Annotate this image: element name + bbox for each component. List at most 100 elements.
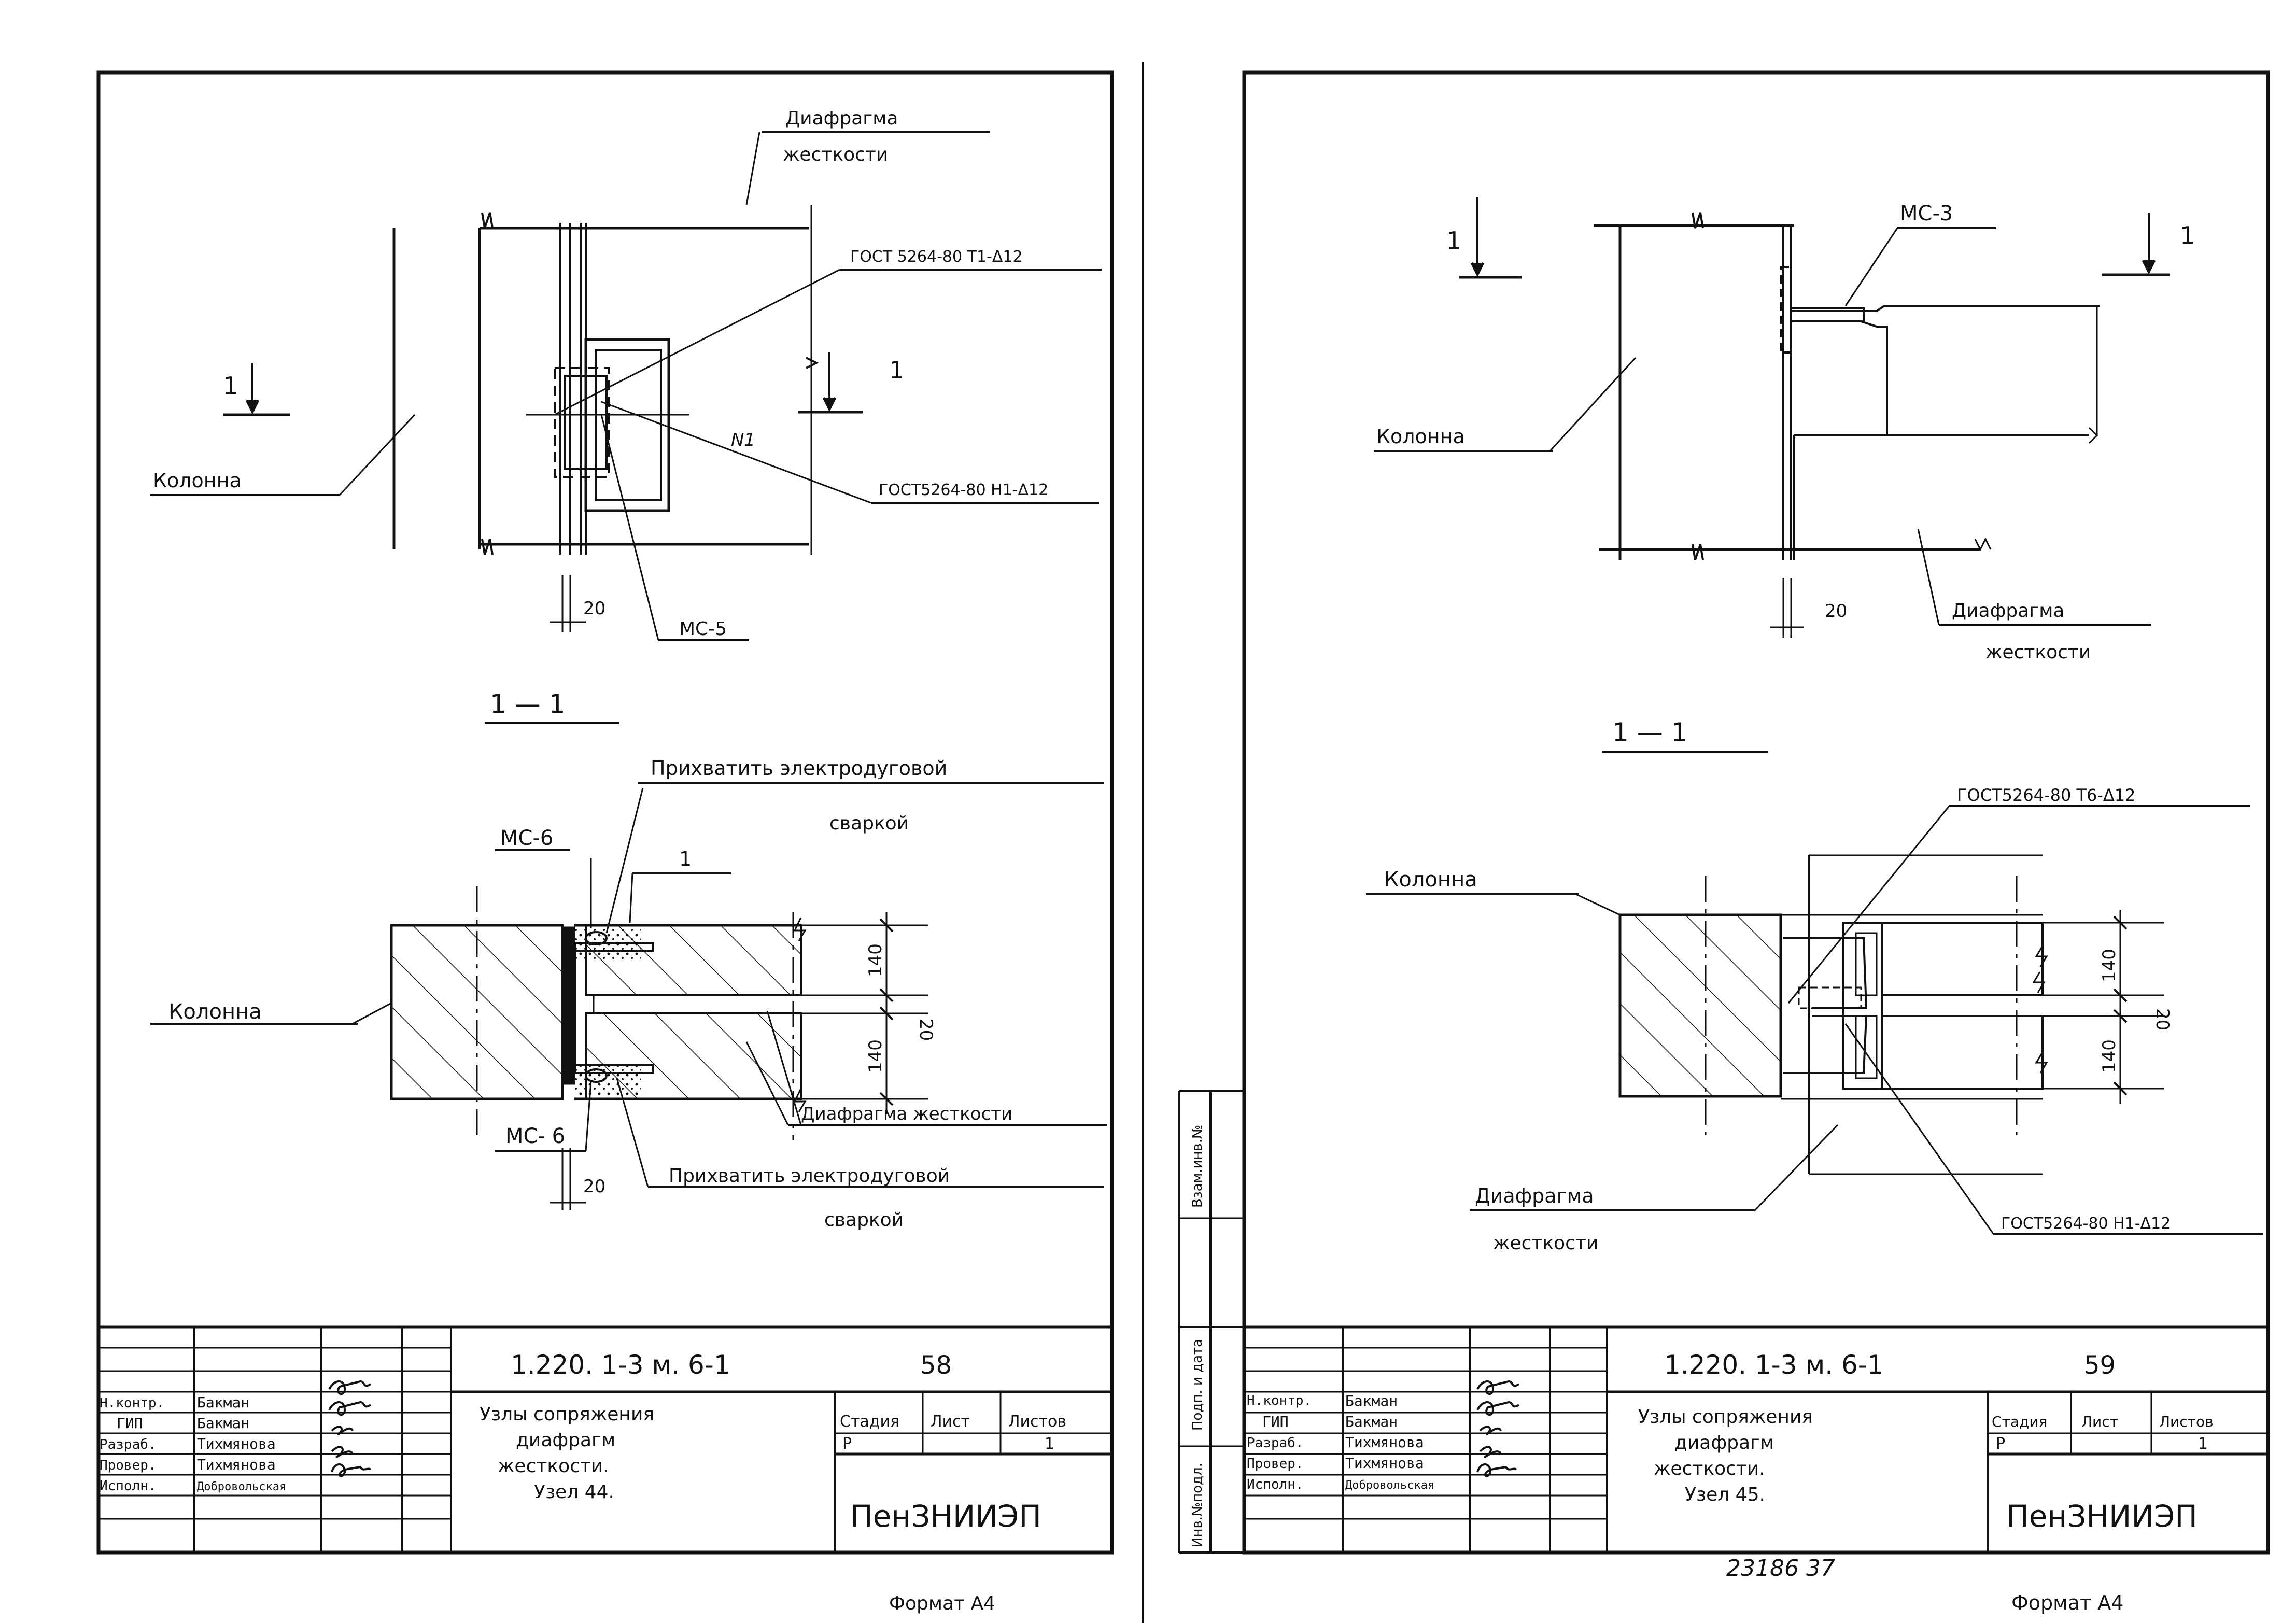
right-plan-column-label: Колонна	[1376, 425, 1465, 448]
right-title-sheets-value: 1	[2198, 1435, 2208, 1453]
right-plan-diaphragm-label-2: жесткости	[1985, 642, 2091, 663]
right-title-row-role: Н.контр.	[1247, 1393, 1312, 1408]
left-plan-diaphragm-label-1: Диафрагма	[785, 108, 898, 129]
left-plan-n1-label: N1	[731, 430, 755, 450]
right-title-sheet-no: 59	[2084, 1351, 2116, 1380]
right-title-row-role: ГИП	[1262, 1413, 1289, 1430]
right-plan-section-mark-left: 1	[1446, 227, 1461, 255]
left-title-name-line-2: диафрагм	[516, 1430, 615, 1451]
left-plan-part-label: МС-5	[679, 618, 727, 640]
left-title-name-line-4: Узел 44.	[534, 1481, 614, 1503]
right-title-name-line-1: Узлы сопряжения	[1638, 1406, 1813, 1428]
left-plan-column-label: Колонна	[153, 469, 242, 492]
right-plan-section-mark-right: 1	[2180, 221, 2195, 249]
side-stamp-replace-inv: Взам.инв.№	[1190, 1125, 1205, 1208]
right-title-row-role: Провер.	[1247, 1456, 1304, 1472]
right-section-diaphragm-label-1: Диафрагма	[1475, 1184, 1594, 1207]
right-title-name-line-3: жесткости.	[1654, 1458, 1765, 1479]
right-archive-number: 23186 37	[1726, 1555, 1835, 1582]
plate-mc5	[554, 367, 610, 478]
left-section-dim-140-top: 140	[865, 943, 886, 977]
signatures	[328, 1380, 1520, 1477]
left-title-sheet-no: 58	[920, 1351, 952, 1380]
right-title-sheet-header: Лист	[2081, 1413, 2118, 1430]
right-title-row-name: Добровольская	[1345, 1479, 1434, 1492]
left-title-row-name: Тихмянова	[197, 1435, 276, 1452]
left-plan-section-mark-left: 1	[223, 372, 238, 400]
left-section-dim-140-bottom: 140	[865, 1039, 886, 1073]
right-title-stage-value: Р	[1996, 1435, 2005, 1453]
left-sheet-frame	[96, 70, 1114, 1555]
right-section-column-label: Колонна	[1384, 868, 1477, 892]
right-title-row-role: Разраб.	[1247, 1435, 1304, 1451]
left-title-name-line-1: Узлы сопряжения	[480, 1404, 654, 1425]
right-title-row-name: Бакман	[1345, 1413, 1398, 1430]
left-section-weld-label-2b: сваркой	[824, 1209, 904, 1231]
left-section-view	[150, 722, 1107, 1210]
left-title-row-role: Разраб.	[100, 1437, 157, 1452]
right-sheet	[1178, 70, 2270, 1555]
right-title-row-name: Тихмянова	[1345, 1434, 1424, 1451]
right-title-row-name: Тихмянова	[1345, 1455, 1424, 1472]
left-section-weld-label-2a: Прихватить электродуговой	[669, 1165, 950, 1187]
left-section-part-top: МС-6	[500, 826, 553, 850]
left-title-stage-header: Стадия	[840, 1413, 899, 1431]
left-title-row-role: Н.контр.	[100, 1395, 164, 1411]
left-title-stage-value: Р	[842, 1435, 852, 1453]
side-stamp-sign-date: Подп. и дата	[1190, 1339, 1205, 1431]
left-section-weld-label-1b: сваркой	[829, 813, 909, 834]
right-section-dim-20: 20	[2152, 1008, 2173, 1031]
left-section-column-label: Колонна	[168, 1000, 262, 1024]
left-plan-gost-top-label: ГОСТ 5264-80 Т1-Δ12	[850, 248, 1023, 266]
left-title-name-line-3: жесткости.	[498, 1456, 609, 1477]
right-section-dim-140-bottom: 140	[2099, 1039, 2120, 1073]
right-title-stage-header: Стадия	[1992, 1413, 2047, 1430]
left-plan-diaphragm-label-2: жесткости	[783, 144, 888, 165]
left-sheet	[96, 70, 1114, 1555]
right-section-gost-bottom-label: ГОСТ5264-80 Н1-Δ12	[2001, 1215, 2171, 1233]
left-title-row-name: Бакман	[197, 1394, 249, 1411]
left-section-title: 1 — 1	[490, 689, 565, 719]
right-title-block	[1244, 1325, 2268, 1553]
left-section-dim-20: 20	[915, 1019, 936, 1041]
right-format-label: Формат А4	[2011, 1591, 2123, 1614]
right-title-sheets-header: Листов	[2159, 1413, 2214, 1430]
left-section-dim-20-bottom: 20	[583, 1176, 605, 1197]
left-title-block	[98, 1325, 1112, 1553]
left-title-row-name: Добровольская	[197, 1480, 286, 1493]
right-title-name-line-2: диафрагм	[1674, 1432, 1774, 1453]
right-title-row-role: Исполн.	[1247, 1477, 1304, 1492]
right-sheet-frame	[1242, 70, 2270, 1555]
left-title-row-name: Бакман	[197, 1415, 249, 1432]
right-title-code: 1.220. 1-3 м. 6-1	[1664, 1350, 1884, 1380]
left-title-org: ПенЗНИИЭП	[850, 1499, 1041, 1534]
right-section-gost-top-label: ГОСТ5264-80 Т6-Δ12	[1957, 785, 2136, 805]
right-section-dim-140-top: 140	[2099, 949, 2120, 982]
right-title-name-line-4: Узел 45.	[1685, 1484, 1765, 1505]
left-title-row-name: Тихмянова	[197, 1456, 276, 1473]
left-title-sheets-value: 1	[1045, 1435, 1054, 1453]
right-plan-view	[1374, 197, 2170, 638]
left-plan-gost-bottom-label: ГОСТ5264-80 Н1-Δ12	[879, 481, 1048, 499]
left-title-row-role: Провер.	[100, 1458, 157, 1473]
left-format-label: Формат А4	[889, 1593, 995, 1614]
left-title-sheet-header: Лист	[931, 1413, 970, 1431]
right-title-row-name: Бакман	[1345, 1392, 1398, 1409]
left-plan-section-mark-right: 1	[889, 356, 904, 384]
left-section-weld-label-1a: Прихватить электродуговой	[651, 757, 947, 780]
left-section-pos-label: 1	[679, 848, 692, 870]
right-section-title: 1 — 1	[1612, 717, 1687, 747]
right-plan-dim-20: 20	[1825, 601, 1847, 622]
right-title-org: ПенЗНИИЭП	[2006, 1499, 2198, 1534]
right-plan-part-label: МС-3	[1900, 202, 1953, 225]
left-plan-dim-20: 20	[583, 598, 605, 619]
left-title-row-role: Исполн.	[100, 1478, 157, 1494]
left-title-code: 1.220. 1-3 м. 6-1	[511, 1350, 730, 1380]
side-stamp-inv-orig: Инв.№подл.	[1190, 1463, 1205, 1547]
left-plan-view	[150, 131, 1102, 641]
left-title-row-role: ГИП	[117, 1415, 143, 1432]
right-plan-diaphragm-label-1: Диафрагма	[1952, 600, 2064, 622]
right-section-diaphragm-label-2: жесткости	[1493, 1233, 1598, 1254]
left-section-part-bottom: МС- 6	[505, 1124, 565, 1148]
